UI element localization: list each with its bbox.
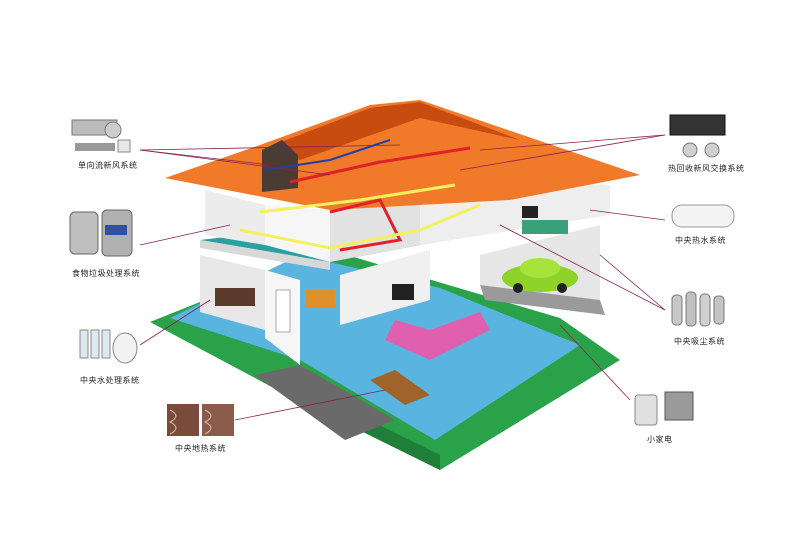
label-food-waste: 食物垃圾处理系统 [72, 269, 140, 278]
bedroom-tv [522, 206, 538, 218]
leader-vacuum-1 [599, 254, 666, 311]
leader-hot-water [589, 209, 666, 221]
leader-heat-recovery-2 [459, 134, 666, 171]
leader-vacuum-2 [499, 224, 666, 311]
second-floor-edge [200, 240, 330, 270]
floor-heating-pipes-icon [167, 404, 234, 436]
ventilation-unit-icon [71, 119, 131, 153]
path-walkway [255, 365, 395, 440]
car-top [520, 258, 560, 278]
leader-one-way-2 [139, 149, 331, 176]
small-appliances-icon [634, 391, 694, 426]
label-central-water-treatment: 中央水处理系统 [80, 376, 140, 385]
label-heat-recovery: 热回收新风交换系统 [668, 164, 745, 173]
label-central-hot-water: 中央热水系统 [675, 236, 726, 245]
upper-center-wall [265, 205, 330, 262]
label-floor-heating: 中央地热系统 [175, 444, 226, 453]
car-wheel-front [513, 283, 523, 293]
leader-appliances [559, 324, 631, 401]
tv [392, 284, 414, 300]
label-one-way-fresh-air: 单向流新风系统 [78, 161, 138, 170]
duct-yellow-2 [259, 183, 456, 214]
sofa [385, 312, 490, 360]
label-central-vacuum: 中央吸尘系统 [674, 337, 725, 346]
water-filter-icon [79, 329, 138, 364]
stair-block [305, 290, 335, 308]
leader-floor-heating [234, 389, 386, 421]
middle-partition [340, 250, 430, 325]
water-heater-icon [671, 204, 735, 228]
duct-blue-1 [264, 139, 391, 171]
upper-left-wall [205, 190, 265, 245]
leader-one-way-3 [139, 144, 401, 151]
waste-disposer-icon [69, 209, 133, 257]
leader-lines [139, 134, 666, 421]
label-small-appliances: 小家电 [647, 435, 673, 444]
duct-red-2 [329, 198, 403, 252]
garage-floor [480, 285, 605, 315]
duct-red-1 [289, 146, 471, 184]
duct-yellow-1 [239, 203, 481, 250]
bed [522, 220, 568, 234]
leader-heat-recovery-1 [479, 134, 666, 151]
heat-exchanger-icon [669, 114, 726, 158]
rug [370, 370, 430, 405]
roof-ridge-dark [265, 102, 520, 160]
vacuum-units-icon [671, 291, 725, 327]
door [275, 289, 291, 333]
leader-water-treatment [139, 299, 211, 346]
roof-gable [262, 140, 298, 192]
leader-food-waste [139, 224, 231, 246]
car-wheel-rear [557, 283, 567, 293]
kitchen-cabinet [215, 288, 255, 306]
